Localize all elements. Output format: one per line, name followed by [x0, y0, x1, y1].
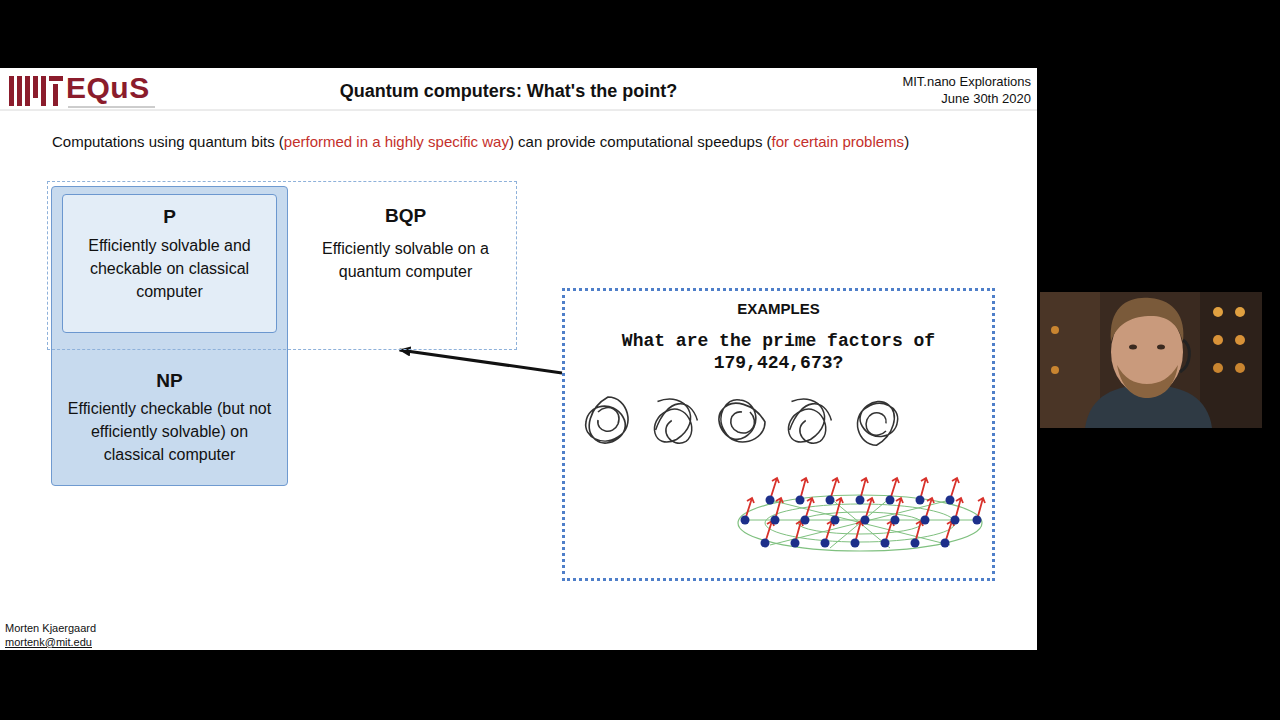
region-heading: P	[63, 206, 276, 228]
region-description: Efficiently solvable on a quantum comput…	[303, 237, 508, 283]
example-question: What are the prime factors of 179,424,67…	[605, 330, 952, 374]
subtitle-part: Computations using quantum bits (	[52, 133, 284, 150]
slide-title: Quantum computers: What's the point?	[0, 80, 1017, 102]
arrow-connector	[400, 350, 563, 373]
logo-rule	[68, 107, 155, 108]
event-date: June 30th 2020	[941, 91, 1031, 107]
subtitle-part: ) can provide computational speedups (	[509, 133, 772, 150]
event-name: MIT.nano Explorations	[902, 74, 1031, 90]
subtitle-highlight: for certain problems	[772, 133, 905, 150]
subtitle-highlight: performed in a highly specific way	[284, 133, 509, 150]
region-heading: NP	[52, 370, 287, 392]
mit-logo	[9, 76, 63, 106]
region-description: Efficiently solvable and checkable on cl…	[79, 234, 260, 303]
region-heading: BQP	[303, 205, 508, 227]
knot-illustrations	[586, 397, 898, 445]
subtitle-part: )	[904, 133, 909, 150]
header-rule	[0, 110, 1037, 111]
author-email: mortenk@mit.edu	[5, 636, 92, 649]
webcam-video	[1040, 292, 1262, 428]
box-heading: EXAMPLES	[565, 300, 992, 318]
spin-lattice	[738, 478, 985, 551]
np-region: NP Efficiently checkable (but not efficie…	[51, 186, 288, 486]
region-description: Efficiently checkable (but not efficient…	[62, 397, 277, 466]
examples-box: EXAMPLES What are the prime factors of 17…	[562, 288, 995, 581]
author-name: Morten Kjaergaard	[5, 622, 96, 635]
logo-text: EQuS	[66, 71, 150, 105]
subtitle: Computations using quantum bits (perform…	[52, 133, 909, 151]
p-region: P Efficiently solvable and checkable on c…	[62, 194, 277, 333]
